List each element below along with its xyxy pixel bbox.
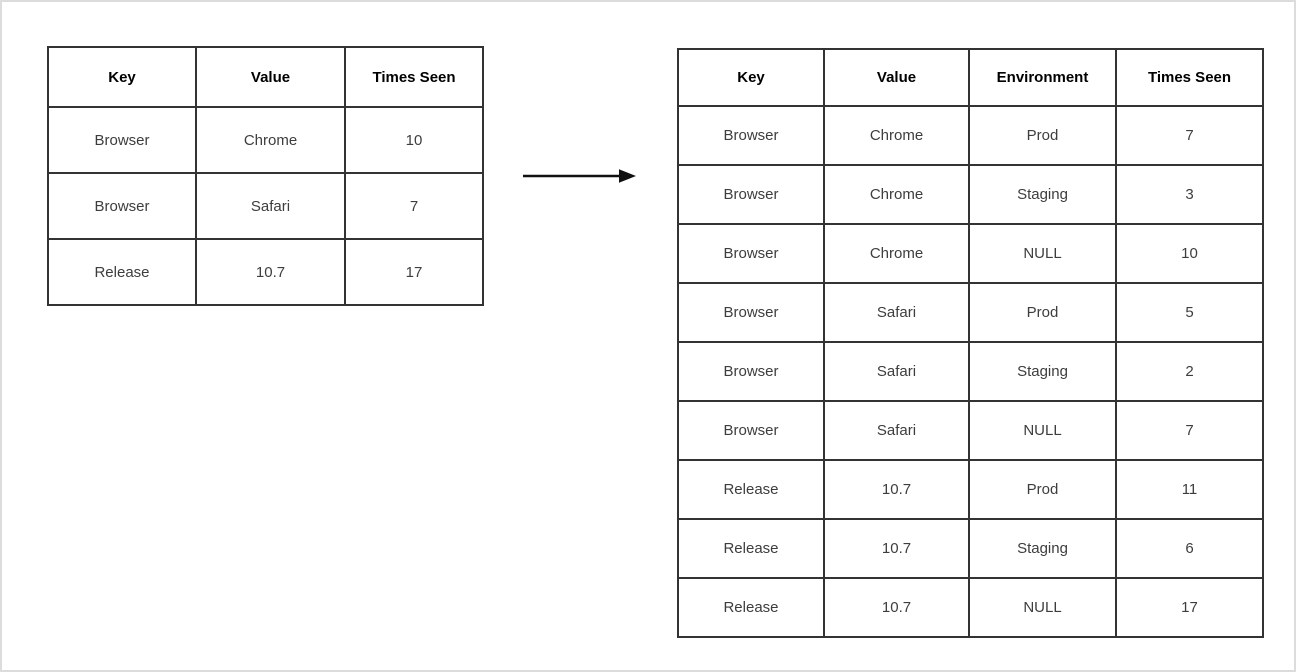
- table-cell: Browser: [677, 341, 825, 402]
- table-row: Browser Safari 7: [47, 172, 484, 240]
- table-cell: 17: [344, 238, 484, 306]
- table-cell: Safari: [823, 400, 970, 461]
- column-header-value: Value: [195, 46, 346, 108]
- table-row: Browser Safari Staging 2: [677, 341, 1264, 402]
- table-cell: Release: [47, 238, 197, 306]
- table-cell: Safari: [823, 341, 970, 402]
- table-cell: 10: [1115, 223, 1264, 284]
- null-cell: NULL: [968, 223, 1117, 284]
- null-cell: NULL: [968, 577, 1117, 638]
- header-row: Key Value Times Seen: [47, 46, 484, 108]
- table-cell: 10.7: [823, 577, 970, 638]
- table-row: Release 10.7 Staging 6: [677, 518, 1264, 579]
- table-cell: 7: [1115, 400, 1264, 461]
- table-cell: Release: [677, 459, 825, 520]
- table-cell: 10.7: [195, 238, 346, 306]
- table-row: Browser Safari NULL 7: [677, 400, 1264, 461]
- table-cell: Prod: [968, 105, 1117, 166]
- table-cell: 3: [1115, 164, 1264, 225]
- table-cell: Staging: [968, 341, 1117, 402]
- column-header-times-seen: Times Seen: [1115, 48, 1264, 107]
- table-cell: 10: [344, 106, 484, 174]
- table-cell: 10.7: [823, 459, 970, 520]
- table-cell: Browser: [47, 106, 197, 174]
- column-header-value: Value: [823, 48, 970, 107]
- table-cell: 2: [1115, 341, 1264, 402]
- table-cell: Browser: [677, 105, 825, 166]
- table-cell: 7: [344, 172, 484, 240]
- table-row: Browser Chrome Prod 7: [677, 105, 1264, 166]
- table-cell: Chrome: [195, 106, 346, 174]
- table-cell: Browser: [677, 164, 825, 225]
- source-table: Key Value Times Seen Browser Chrome 10 B…: [47, 46, 484, 306]
- column-header-environment: Environment: [968, 48, 1117, 107]
- table-cell: Safari: [823, 282, 970, 343]
- table-row: Browser Safari Prod 5: [677, 282, 1264, 343]
- column-header-times-seen: Times Seen: [344, 46, 484, 108]
- table-cell: Staging: [968, 164, 1117, 225]
- table-cell: 17: [1115, 577, 1264, 638]
- table-row: Release 10.7 NULL 17: [677, 577, 1264, 638]
- table-cell: Release: [677, 577, 825, 638]
- table-cell: Chrome: [823, 223, 970, 284]
- table-cell: 7: [1115, 105, 1264, 166]
- table-cell: Safari: [195, 172, 346, 240]
- table-cell: 10.7: [823, 518, 970, 579]
- table-cell: Browser: [47, 172, 197, 240]
- table-cell: Chrome: [823, 105, 970, 166]
- table-row: Browser Chrome NULL 10: [677, 223, 1264, 284]
- table-row: Release 10.7 17: [47, 238, 484, 306]
- table-row: Release 10.7 Prod 11: [677, 459, 1264, 520]
- column-header-key: Key: [677, 48, 825, 107]
- table-cell: 6: [1115, 518, 1264, 579]
- expanded-table: Key Value Environment Times Seen Browser…: [677, 48, 1264, 638]
- header-row: Key Value Environment Times Seen: [677, 48, 1264, 107]
- table-row: Browser Chrome Staging 3: [677, 164, 1264, 225]
- table-cell: Release: [677, 518, 825, 579]
- table-cell: Prod: [968, 459, 1117, 520]
- table-cell: 5: [1115, 282, 1264, 343]
- table-cell: Browser: [677, 400, 825, 461]
- table-cell: Staging: [968, 518, 1117, 579]
- column-header-key: Key: [47, 46, 197, 108]
- table-cell: Prod: [968, 282, 1117, 343]
- transform-arrow-icon: [520, 166, 638, 186]
- table-cell: 11: [1115, 459, 1264, 520]
- table-row: Browser Chrome 10: [47, 106, 484, 174]
- table-cell: Browser: [677, 282, 825, 343]
- table-cell: Chrome: [823, 164, 970, 225]
- table-cell: Browser: [677, 223, 825, 284]
- null-cell: NULL: [968, 400, 1117, 461]
